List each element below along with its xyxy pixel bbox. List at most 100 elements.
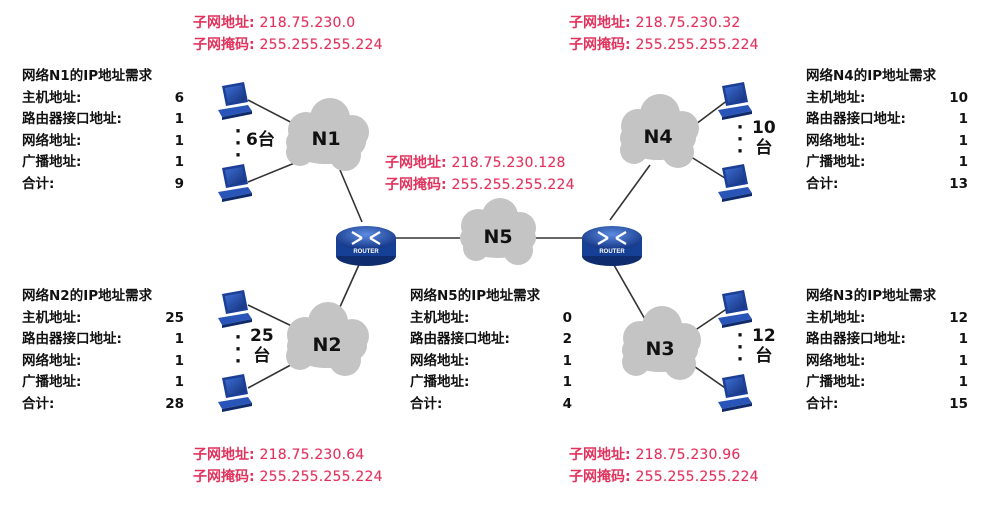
requirement-value: 28	[165, 395, 184, 412]
requirement-value: 9	[174, 175, 184, 192]
requirement-row: 合计: 13	[806, 174, 968, 196]
network-label-n2: N2	[312, 334, 342, 356]
requirement-value: 1	[174, 111, 184, 127]
requirement-row: 合计:28	[22, 394, 184, 416]
computer-icon	[218, 374, 252, 412]
requirement-row: 广播地址:1	[806, 372, 968, 394]
requirement-value: 1	[174, 154, 184, 170]
requirement-value: 1	[958, 132, 968, 149]
cloud-n4	[620, 94, 699, 168]
network-label-n5: N5	[483, 226, 513, 248]
requirement-value: 0	[562, 309, 572, 326]
cloud-n5	[460, 198, 536, 265]
requirement-row: 广播地址:1	[22, 372, 184, 394]
requirement-row: 广播地址: 1	[22, 152, 184, 174]
requirement-row: 合计: 9	[22, 174, 184, 196]
computer-icon	[718, 164, 752, 202]
requirement-row: 网络地址: 1	[22, 351, 184, 373]
requirement-row: 路由器接口地址:2	[410, 329, 572, 351]
computer-icon	[218, 164, 252, 202]
requirement-value: 1	[958, 331, 968, 347]
requirement-value: 15	[949, 395, 968, 412]
requirement-row: 主机地址:12	[806, 308, 968, 330]
requirement-value: 1	[174, 331, 184, 347]
requirement-value: 1	[958, 154, 968, 170]
ellipsis-n3: ···	[736, 325, 744, 370]
requirement-row: 路由器接口地址: 1	[22, 329, 184, 351]
hosts	[218, 82, 752, 412]
requirement-value: 1	[562, 352, 572, 369]
requirement-label: 路由器接口地址:	[806, 331, 906, 347]
link-n4-pc-bottom	[687, 154, 729, 181]
computer-icon	[718, 290, 752, 328]
requirement-value: 1	[174, 352, 184, 369]
requirement-label: 广播地址:	[22, 154, 82, 170]
requirement-row: 网络地址:1	[22, 131, 184, 153]
requirement-label: 主机地址:	[22, 309, 82, 326]
requirement-value: 13	[949, 175, 968, 192]
requirement-value: 1	[174, 132, 184, 149]
requirement-value: 25	[165, 309, 184, 326]
computer-icon	[718, 374, 752, 412]
requirement-label: 广播地址:	[410, 374, 470, 390]
ellipsis-n2: ···	[234, 327, 242, 372]
requirement-value: 4	[562, 395, 572, 412]
subnet-info-n5: 子网地址: 218.75.230.128 子网掩码: 255.255.255.2…	[385, 155, 575, 193]
computer-icon	[218, 290, 252, 328]
requirement-row: 网络地址:1	[410, 351, 572, 373]
subnet-info-n1: 子网地址: 218.75.230.0 子网掩码: 255.255.255.224	[193, 15, 383, 53]
host-count-n1: 6台	[246, 130, 275, 150]
requirement-row: 路由器接口地址:1	[22, 109, 184, 131]
requirement-row: 路由器接口地址: 1	[806, 329, 968, 351]
requirement-row: 主机地址:6	[22, 88, 184, 110]
requirement-value: 10	[949, 89, 968, 106]
svg-text:ROUTER: ROUTER	[599, 249, 625, 255]
router-left-icon: ROUTER	[336, 226, 396, 266]
link-r2-n3	[609, 257, 651, 329]
requirement-label: 路由器接口地址:	[22, 331, 122, 347]
requirement-row: 合计: 4	[410, 394, 572, 416]
requirements-title: 网络N5的IP地址需求	[410, 288, 541, 304]
requirement-row: 广播地址: 1	[410, 372, 572, 394]
requirement-label: 合计:	[806, 395, 839, 412]
requirement-label: 广播地址:	[22, 374, 82, 390]
requirement-label: 主机地址:	[410, 309, 470, 326]
ellipsis-n4: ···	[736, 117, 744, 162]
requirement-label: 广播地址:	[806, 374, 866, 390]
svg-text:ROUTER: ROUTER	[353, 249, 379, 255]
requirement-label: 网络地址:	[22, 352, 82, 369]
requirement-label: 合计:	[22, 175, 55, 192]
cloud-n2	[286, 302, 369, 376]
requirement-row: 网络地址:1	[806, 351, 968, 373]
requirement-row: 主机地址: 25	[22, 308, 184, 330]
requirement-row: 路由器接口地址:1	[806, 109, 968, 131]
subnet-info-n4: 子网地址: 218.75.230.32 子网掩码: 255.255.255.22…	[569, 15, 759, 53]
requirement-row: 主机地址: 0	[410, 308, 572, 330]
requirements-title: 网络N3的IP地址需求	[806, 288, 937, 304]
requirements-title: 网络N1的IP地址需求	[22, 68, 153, 84]
computer-icon	[218, 82, 252, 120]
requirement-label: 合计:	[410, 395, 443, 412]
requirement-label: 网络地址:	[806, 352, 866, 369]
cloud-n3	[622, 306, 701, 380]
ellipsis-n1: ···	[234, 121, 242, 166]
network-label-n3: N3	[645, 338, 675, 360]
subnet-info-n3: 子网地址: 218.75.230.96 子网掩码: 255.255.255.22…	[569, 447, 759, 485]
requirement-label: 主机地址:	[806, 89, 866, 106]
requirement-label: 合计:	[806, 175, 839, 192]
requirement-row: 合计: 15	[806, 394, 968, 416]
requirement-value: 1	[562, 374, 572, 390]
router-right-icon: ROUTER	[582, 226, 642, 266]
requirement-row: 广播地址:1	[806, 152, 968, 174]
requirement-value: 2	[562, 331, 572, 347]
requirement-row: 网络地址:1	[806, 131, 968, 153]
